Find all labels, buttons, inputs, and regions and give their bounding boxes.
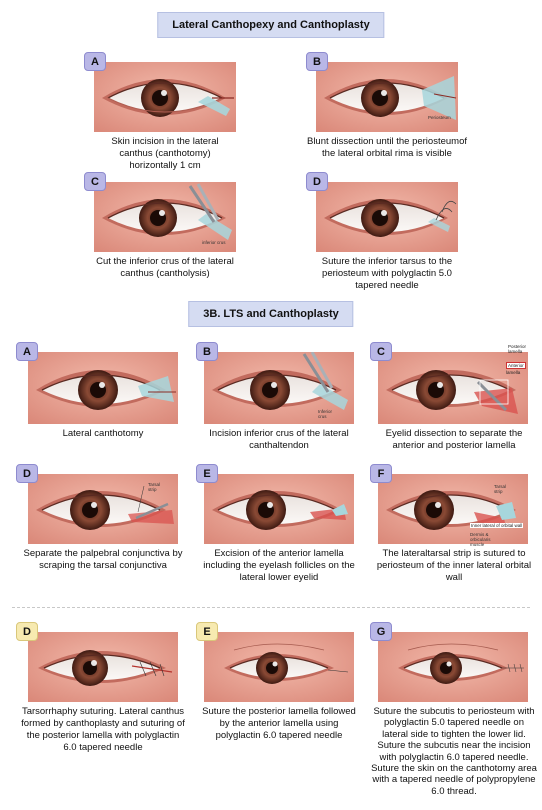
panel-caption: Suture the posterior lamella followed by… <box>200 706 358 742</box>
eye-illustration: inferior crus <box>94 182 236 252</box>
annotation-inferior: Inferior crus <box>318 409 332 419</box>
eye-illustration <box>94 62 236 132</box>
annotation-posterior: Posterior lamella <box>508 344 526 354</box>
panel-caption: Blunt dissection until the periosteumof … <box>306 136 468 160</box>
panel-letter: A <box>84 52 106 71</box>
panel-caption: Suture the inferior tarsus to the perios… <box>306 256 468 292</box>
eye-illustration <box>204 474 354 544</box>
annotation-tarsal-strip: Tarsal strip <box>494 484 506 494</box>
panel-caption: Incision inferior crus of the lateral ca… <box>204 428 354 452</box>
panel-caption: Excision of the anterior lamella includi… <box>200 548 358 584</box>
svg-text:Periosteum: Periosteum <box>428 115 451 120</box>
annotation-anterior: Anterior <box>506 362 526 369</box>
panel-letter: B <box>306 52 328 71</box>
panel-caption: Skin incision in the lateral canthus (ca… <box>94 136 236 172</box>
panel-letter: A <box>16 342 38 361</box>
annotation-line: Dermis & orbicularis <box>470 532 491 542</box>
panel-caption: Lateral canthotomy <box>28 428 178 440</box>
annotation-line: lamella <box>508 349 526 354</box>
section2-title: 3B. LTS and Canthoplasty <box>188 301 353 327</box>
eye-illustration: Periosteum <box>316 62 458 132</box>
eye-illustration <box>28 352 178 424</box>
eye-illustration <box>204 632 354 702</box>
annotation-line: Anterior <box>508 363 524 368</box>
panel-letter: C <box>370 342 392 361</box>
eye-illustration <box>378 632 528 702</box>
panel-letter: C <box>84 172 106 191</box>
panel-letter: E <box>196 464 218 483</box>
annotation-line: muscle <box>470 542 491 547</box>
panel-caption: The lateraltarsal strip is sutured to pe… <box>374 548 534 584</box>
svg-text:inferior crus: inferior crus <box>202 240 226 245</box>
eye-illustration <box>28 632 178 702</box>
annotation-dermis: Dermis & orbicularis muscle <box>470 532 491 547</box>
panel-letter: D <box>16 464 38 483</box>
section-divider <box>12 607 530 608</box>
annotation-line: crus <box>318 414 332 419</box>
annotation-line: lamella <box>506 370 520 375</box>
section1-title: Lateral Canthopexy and Canthoplasty <box>157 12 384 38</box>
panel-caption: Suture the subcutis to periosteum with p… <box>370 706 538 797</box>
annotation-orbital-wall: Inner lateral of orbital wall <box>470 523 523 528</box>
panel-letter: E <box>196 622 218 641</box>
panel-caption: Cut the inferior crus of the lateral can… <box>94 256 236 280</box>
panel-letter: D <box>306 172 328 191</box>
panel-caption: Eyelid dissection to separate the anteri… <box>374 428 534 452</box>
panel-caption: Tarsorrhaphy suturing. Lateral canthus f… <box>20 706 186 754</box>
panel-letter: G <box>370 622 392 641</box>
annotation-anterior-lamella: lamella <box>506 370 520 375</box>
panel-letter: B <box>196 342 218 361</box>
panel-letter: D <box>16 622 38 641</box>
eye-illustration <box>316 182 458 252</box>
panel-caption: Separate the palpebral conjunctiva by sc… <box>22 548 184 572</box>
panel-letter: F <box>370 464 392 483</box>
annotation-tarsal-strip: Tarsal strip <box>148 482 160 492</box>
